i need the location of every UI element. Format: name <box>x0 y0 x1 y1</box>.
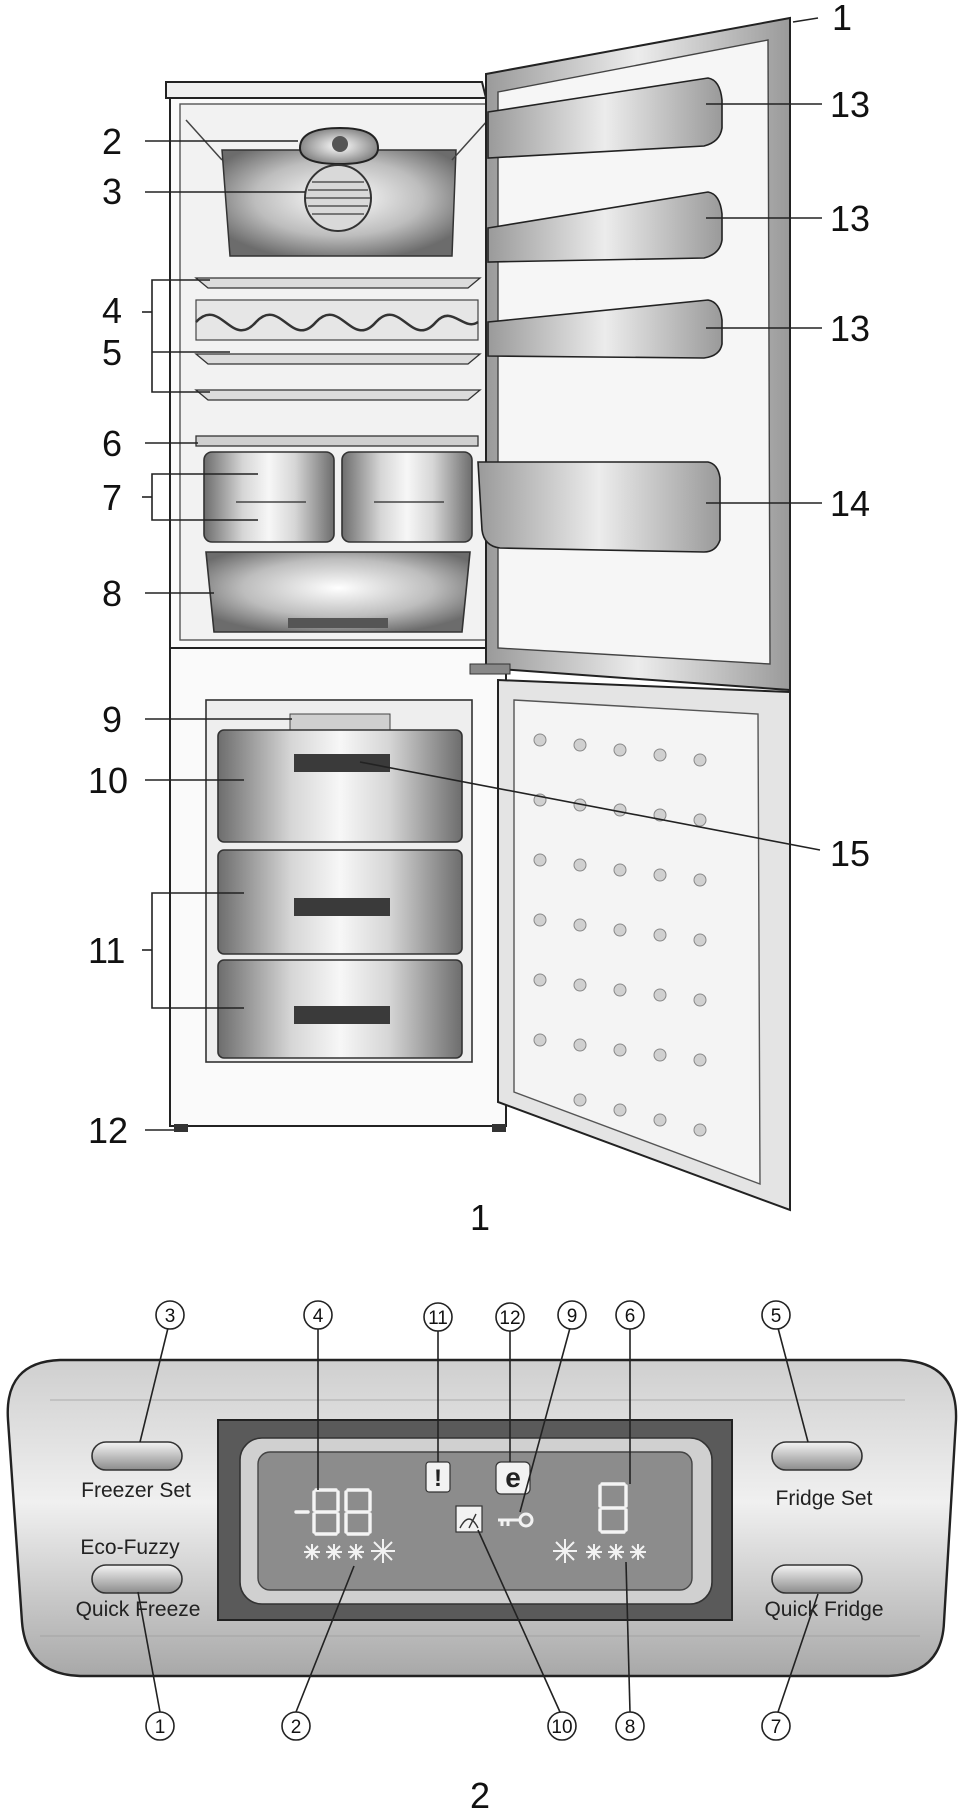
panel-callout-5: 5 <box>771 1306 782 1327</box>
callout-1: 1 <box>832 0 852 38</box>
snowflake-icon <box>326 1544 342 1560</box>
panel-callout-8: 8 <box>625 1717 636 1738</box>
panel-callout-9: 9 <box>567 1306 578 1327</box>
fridge-snowflake-indicators <box>553 1539 646 1563</box>
callout-10: 10 <box>88 760 128 801</box>
callout-14: 14 <box>830 483 870 524</box>
callout-9: 9 <box>102 699 122 740</box>
snowflake-icon <box>608 1544 624 1560</box>
figure2-leaders <box>137 1327 819 1713</box>
freezer-set-label: Freezer Set <box>81 1479 191 1502</box>
snowflake-icon <box>586 1544 602 1560</box>
snowflake-icon <box>304 1544 320 1560</box>
callout-8: 8 <box>102 573 122 614</box>
panel-callout-3: 3 <box>165 1306 176 1327</box>
quick-freeze-button[interactable] <box>91 1564 183 1594</box>
panel-callout-11: 11 <box>428 1308 448 1329</box>
figure1-caption: 1 <box>470 1197 490 1238</box>
freezer-temperature-display <box>294 1488 372 1536</box>
fridge-set-button[interactable] <box>771 1441 863 1471</box>
eco-fuzzy-label: Eco-Fuzzy <box>80 1536 180 1559</box>
quick-fridge-button[interactable] <box>771 1564 863 1594</box>
panel-callout-1: 1 <box>155 1717 166 1738</box>
panel-callout-12: 12 <box>499 1308 520 1329</box>
callout-3: 3 <box>102 171 122 212</box>
fridge-illustration <box>165 16 791 1212</box>
figure1-callouts: 1 2 3 4 5 6 7 8 9 10 11 12 13 13 13 14 1… <box>88 0 870 1151</box>
callout-12: 12 <box>88 1110 128 1151</box>
callout-13-middle: 13 <box>830 198 870 239</box>
eco-symbol: e <box>505 1462 521 1493</box>
snowflake-icon <box>630 1544 646 1560</box>
alarm-symbol: ! <box>434 1465 442 1492</box>
thermometer-dial-icon <box>455 1505 483 1533</box>
figure2-caption: 2 <box>470 1775 490 1815</box>
panel-callout-2: 2 <box>291 1717 302 1738</box>
callout-13-top: 13 <box>830 84 870 125</box>
freezer-snowflake-indicators <box>304 1539 395 1563</box>
panel-callout-6: 6 <box>625 1306 636 1327</box>
panel-callout-4: 4 <box>313 1306 324 1327</box>
fan-icon <box>304 164 372 232</box>
bulb-housing-icon <box>298 126 380 166</box>
callout-13-bottom: 13 <box>830 308 870 349</box>
quick-fridge-label: Quick Fridge <box>764 1598 883 1621</box>
callout-4: 4 <box>102 290 122 331</box>
fridge-temperature-display <box>598 1482 628 1534</box>
key-icon <box>498 1512 534 1528</box>
snowflake-icon <box>348 1544 364 1560</box>
panel-callout-10: 10 <box>551 1717 572 1738</box>
snowflake-icon <box>371 1539 395 1563</box>
freezer-set-button[interactable] <box>91 1441 183 1471</box>
panel-callout-7: 7 <box>771 1717 782 1738</box>
callout-15: 15 <box>830 833 870 874</box>
callout-7: 7 <box>102 477 122 518</box>
snowflake-icon <box>553 1539 577 1563</box>
fridge-set-label: Fridge Set <box>776 1487 873 1510</box>
callout-2: 2 <box>102 121 122 162</box>
callout-11: 11 <box>88 930 125 971</box>
quick-freeze-label: Quick Freeze <box>76 1598 201 1621</box>
figure2-callouts <box>145 1300 791 1741</box>
figure1-leaders <box>142 17 822 1131</box>
callout-6: 6 <box>102 423 122 464</box>
callout-5: 5 <box>102 332 122 373</box>
figure2-callout-numbers: 3 4 11 12 9 6 5 1 2 10 8 7 <box>155 1306 782 1738</box>
